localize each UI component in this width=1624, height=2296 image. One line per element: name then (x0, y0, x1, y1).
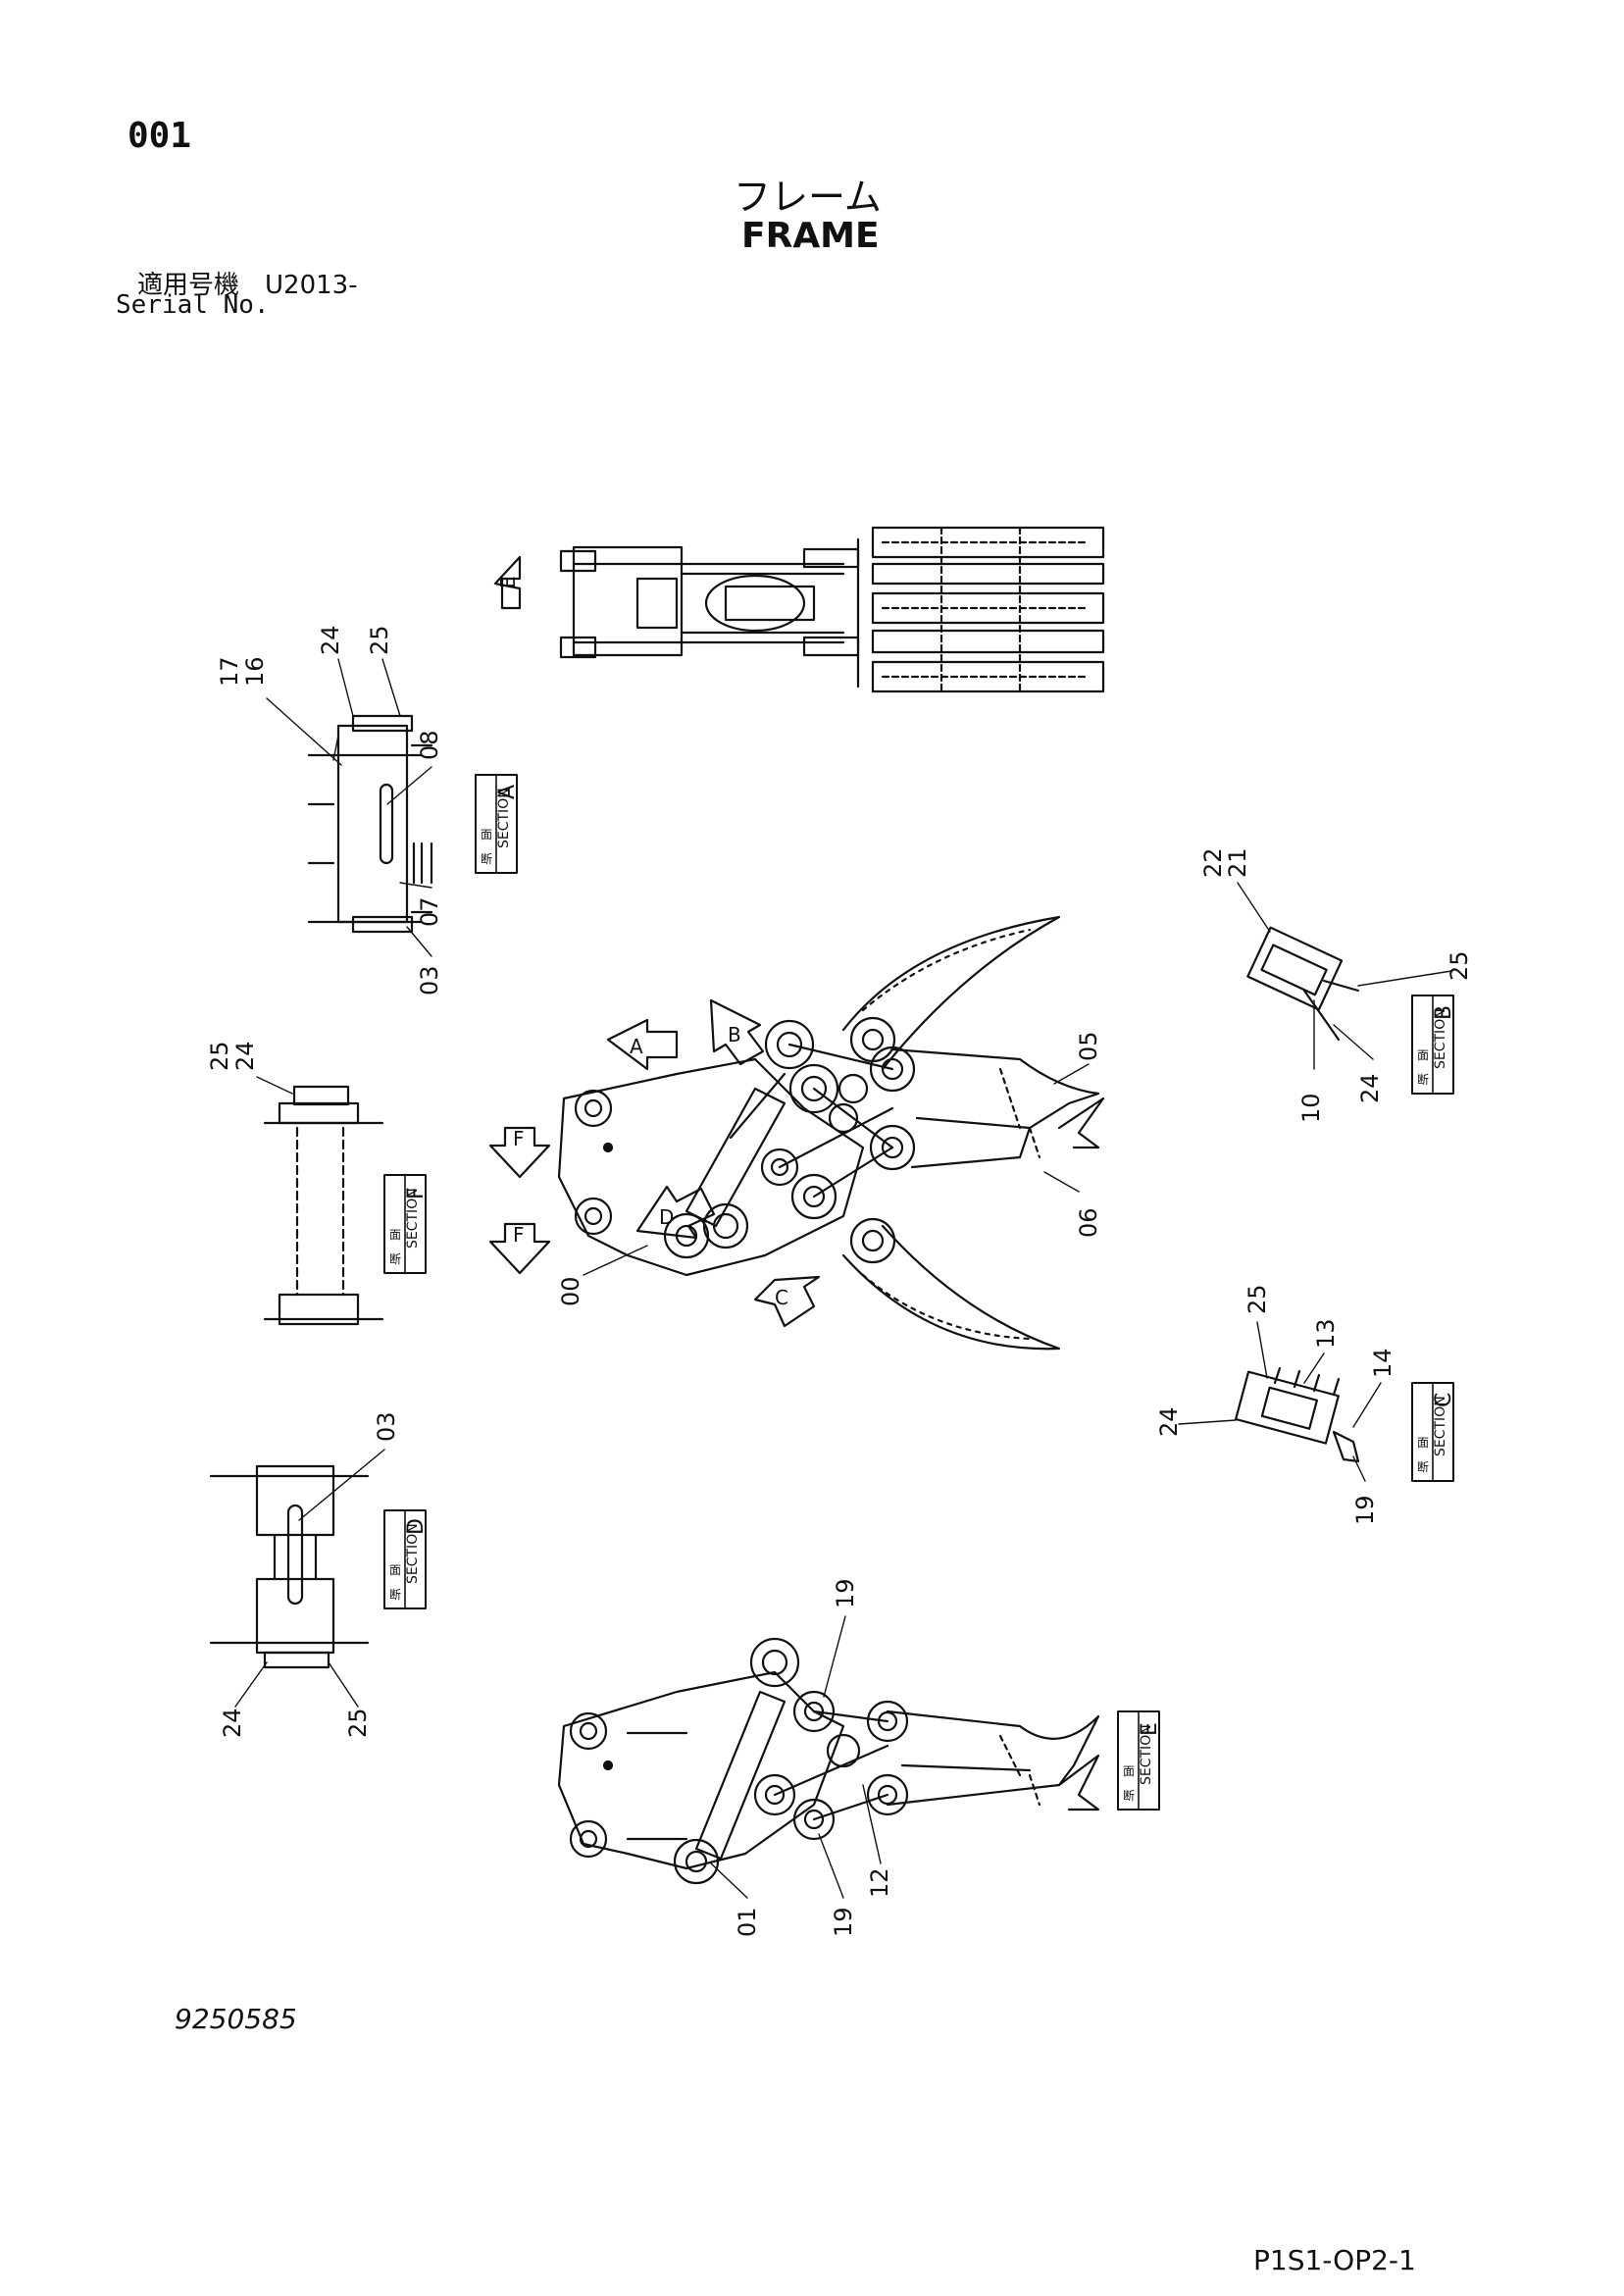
svg-text:面: 面 (1417, 1436, 1429, 1450)
section-B-letter: B (1432, 1005, 1456, 1020)
callout-06: 06 (1075, 1207, 1102, 1238)
callout-C-13: 13 (1312, 1318, 1340, 1349)
section-F-letter: F (404, 1187, 429, 1199)
section-A-drawing: 17 16 24 25 08 07 03 SECTION A 断 面 (216, 625, 520, 995)
svg-text:面: 面 (481, 828, 492, 842)
callout-D-03: 03 (373, 1411, 400, 1442)
svg-text:SECTION: SECTION (496, 788, 512, 848)
svg-text:SECTION: SECTION (1433, 1396, 1448, 1456)
svg-text:面: 面 (1123, 1764, 1135, 1778)
view-arrow-A: A (606, 1018, 679, 1071)
svg-text:断: 断 (481, 851, 492, 866)
svg-text:SECTION: SECTION (405, 1188, 421, 1249)
callout-A-16: 16 (241, 656, 269, 687)
title-english: FRAME (741, 216, 880, 256)
view-arrow-F-lower: F (488, 1222, 551, 1275)
svg-text:SECTION: SECTION (405, 1523, 421, 1584)
svg-text:F: F (513, 1223, 525, 1247)
callout-A-17: 17 (216, 656, 243, 687)
svg-text:断: 断 (389, 1251, 401, 1266)
main-view-drawing: A B C D F F 05 (488, 915, 1105, 1351)
callout-A-03: 03 (416, 965, 443, 995)
callout-B-10: 10 (1297, 1093, 1325, 1123)
view-arrow-E-label: E (496, 576, 520, 588)
section-F-drawing: 25 24 SECTION F 断 面 (206, 1041, 429, 1326)
view-arrow-D: D (635, 1185, 716, 1240)
callout-F-24: 24 (231, 1041, 259, 1071)
section-B-drawing: 22 21 25 10 24 SECTION B 断 面 (1199, 847, 1473, 1123)
callout-C-19: 19 (1351, 1495, 1379, 1525)
callout-D-25: 25 (344, 1708, 372, 1738)
callout-E-12: 12 (866, 1867, 893, 1898)
title-japanese: フレーム (734, 176, 882, 219)
svg-text:断: 断 (1123, 1788, 1135, 1803)
callout-B-24: 24 (1356, 1073, 1384, 1103)
section-A-letter: A (495, 785, 520, 799)
section-E-drawing: 19 01 19 12 SECTION E 断 面 (557, 1578, 1162, 1937)
callout-A-08: 08 (416, 730, 443, 760)
callout-B-21: 21 (1224, 847, 1251, 878)
svg-text:SECTION: SECTION (1433, 1008, 1448, 1069)
drawing-number: 9250585 (175, 2003, 297, 2035)
page-code: P1S1-OP2-1 (1253, 2244, 1416, 2276)
top-view-drawing: E (493, 526, 1105, 693)
svg-text:D: D (659, 1205, 674, 1229)
svg-text:断: 断 (1417, 1072, 1429, 1087)
svg-text:面: 面 (1417, 1048, 1429, 1062)
callout-D-24: 24 (219, 1708, 246, 1738)
section-E-letter: E (1138, 1722, 1162, 1736)
callout-F-25: 25 (206, 1041, 233, 1071)
callout-A-25: 25 (366, 625, 393, 655)
callout-C-25: 25 (1243, 1284, 1271, 1314)
svg-text:A: A (630, 1035, 643, 1058)
view-arrow-F-upper: F (488, 1126, 551, 1179)
view-arrow-C: C (753, 1275, 821, 1328)
svg-text:B: B (728, 1023, 741, 1046)
svg-text:C: C (775, 1286, 788, 1309)
section-C-drawing: 25 13 14 24 19 SECTION C 断 面 (1155, 1284, 1456, 1525)
callout-C-24: 24 (1155, 1406, 1183, 1437)
section-C-letter: C (1432, 1393, 1456, 1407)
svg-text:面: 面 (389, 1563, 401, 1577)
callout-B-25: 25 (1446, 950, 1473, 981)
page-number: 001 (127, 116, 192, 156)
svg-text:SECTION: SECTION (1139, 1724, 1154, 1785)
svg-text:断: 断 (1417, 1459, 1429, 1474)
section-D-drawing: 03 24 25 SECTION D 断 面 (209, 1411, 429, 1738)
section-D-letter: D (404, 1518, 429, 1535)
serial-applicable-label: 適用号機 U2013- (137, 271, 358, 300)
svg-text:F: F (513, 1127, 525, 1150)
callout-C-14: 14 (1369, 1348, 1396, 1378)
callout-E-19-top: 19 (832, 1578, 859, 1608)
serial-no-label: Serial No. (116, 290, 270, 320)
svg-text:断: 断 (389, 1587, 401, 1602)
callout-A-24: 24 (317, 625, 344, 655)
callout-05: 05 (1075, 1031, 1102, 1061)
view-arrow-B: B (709, 998, 765, 1066)
callout-E-19-bottom: 19 (830, 1907, 857, 1937)
callout-A-07: 07 (416, 896, 443, 927)
svg-text:面: 面 (389, 1228, 401, 1242)
callout-00: 00 (557, 1276, 584, 1306)
callout-B-22: 22 (1199, 847, 1227, 878)
callout-E-01: 01 (734, 1907, 761, 1937)
